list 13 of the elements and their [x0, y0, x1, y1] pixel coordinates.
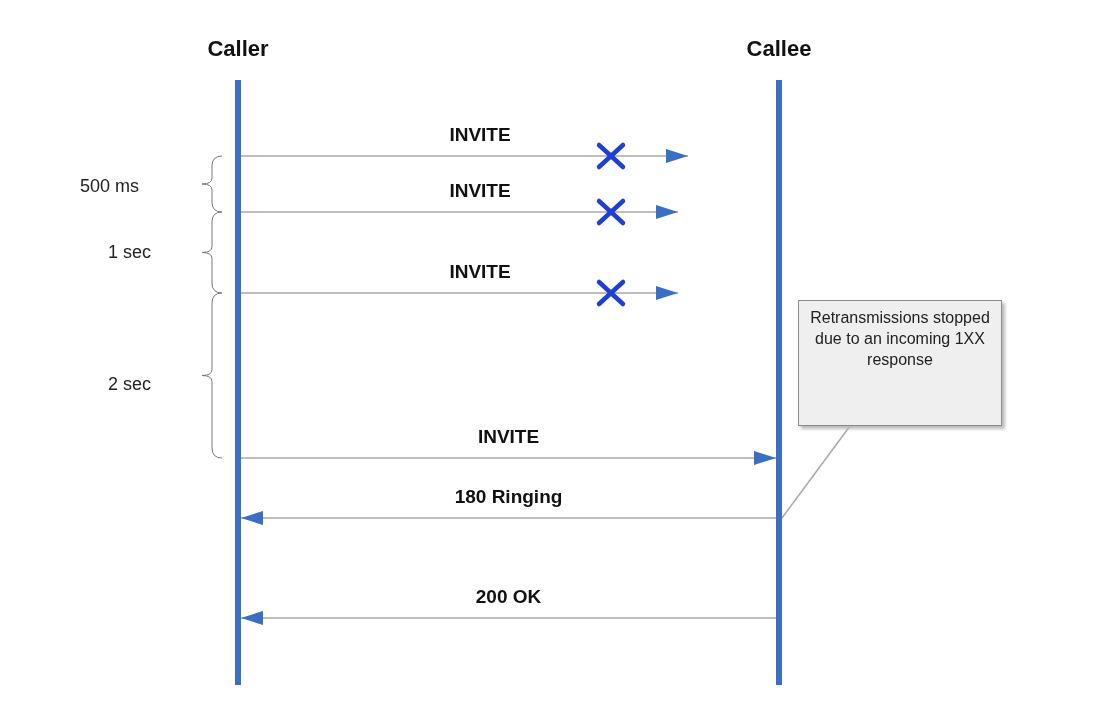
- note-box: Retransmissions stopped due to an incoming 1XX response: [798, 300, 1002, 426]
- participant-heading: Callee: [745, 36, 813, 62]
- interval-label: 2 sec: [108, 374, 152, 395]
- message-arrow: [240, 511, 777, 525]
- interval-label: 500 ms: [80, 176, 140, 197]
- message-arrow: [240, 286, 679, 300]
- participant-heading: Caller: [206, 36, 270, 62]
- leader-line: [781, 425, 851, 519]
- message-arrow: [240, 611, 777, 625]
- interval-label: 1 sec: [108, 242, 152, 263]
- message-arrow: [240, 205, 679, 219]
- message-arrow: [240, 149, 689, 163]
- message-arrow: [240, 451, 777, 465]
